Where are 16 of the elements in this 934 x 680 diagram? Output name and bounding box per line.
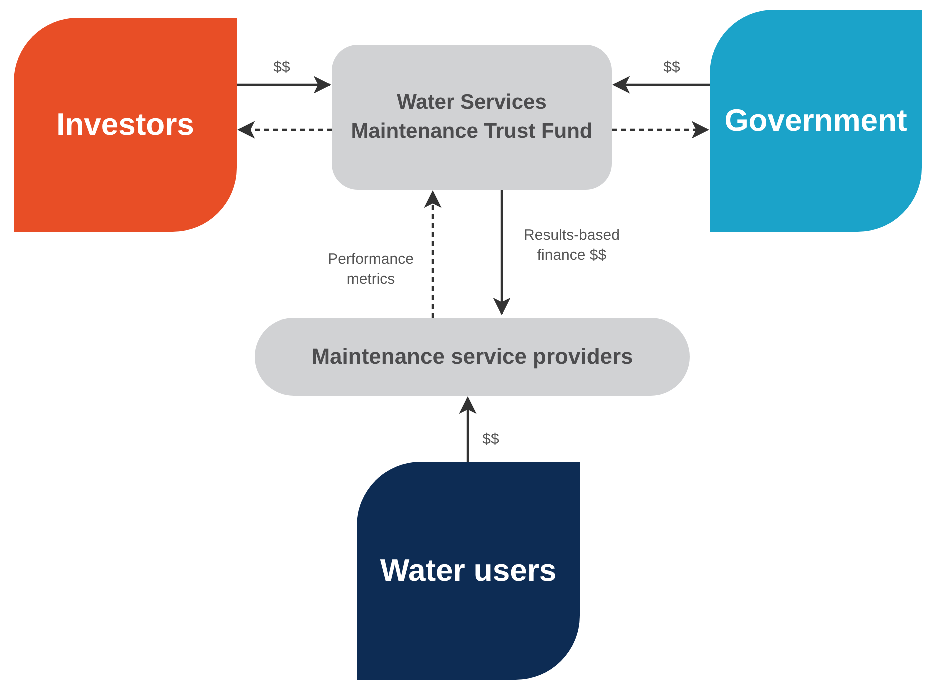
leaf-shape [357, 462, 580, 680]
node-label: Maintenance service providers [310, 343, 634, 372]
leaf-shape [710, 10, 922, 232]
node-label: Government [724, 102, 908, 140]
arrow [612, 76, 710, 94]
arrow [237, 76, 332, 94]
node-label: Water users [379, 552, 558, 590]
node-label: Investors [56, 106, 196, 144]
arrow [238, 121, 332, 139]
arrow [612, 121, 710, 139]
rounded-box [332, 45, 612, 190]
leaf-shape [14, 18, 237, 232]
arrow [493, 190, 511, 316]
node-label: Water Services Maintenance Trust Fund [350, 90, 594, 144]
arrow [459, 396, 477, 462]
arrow [424, 190, 442, 318]
